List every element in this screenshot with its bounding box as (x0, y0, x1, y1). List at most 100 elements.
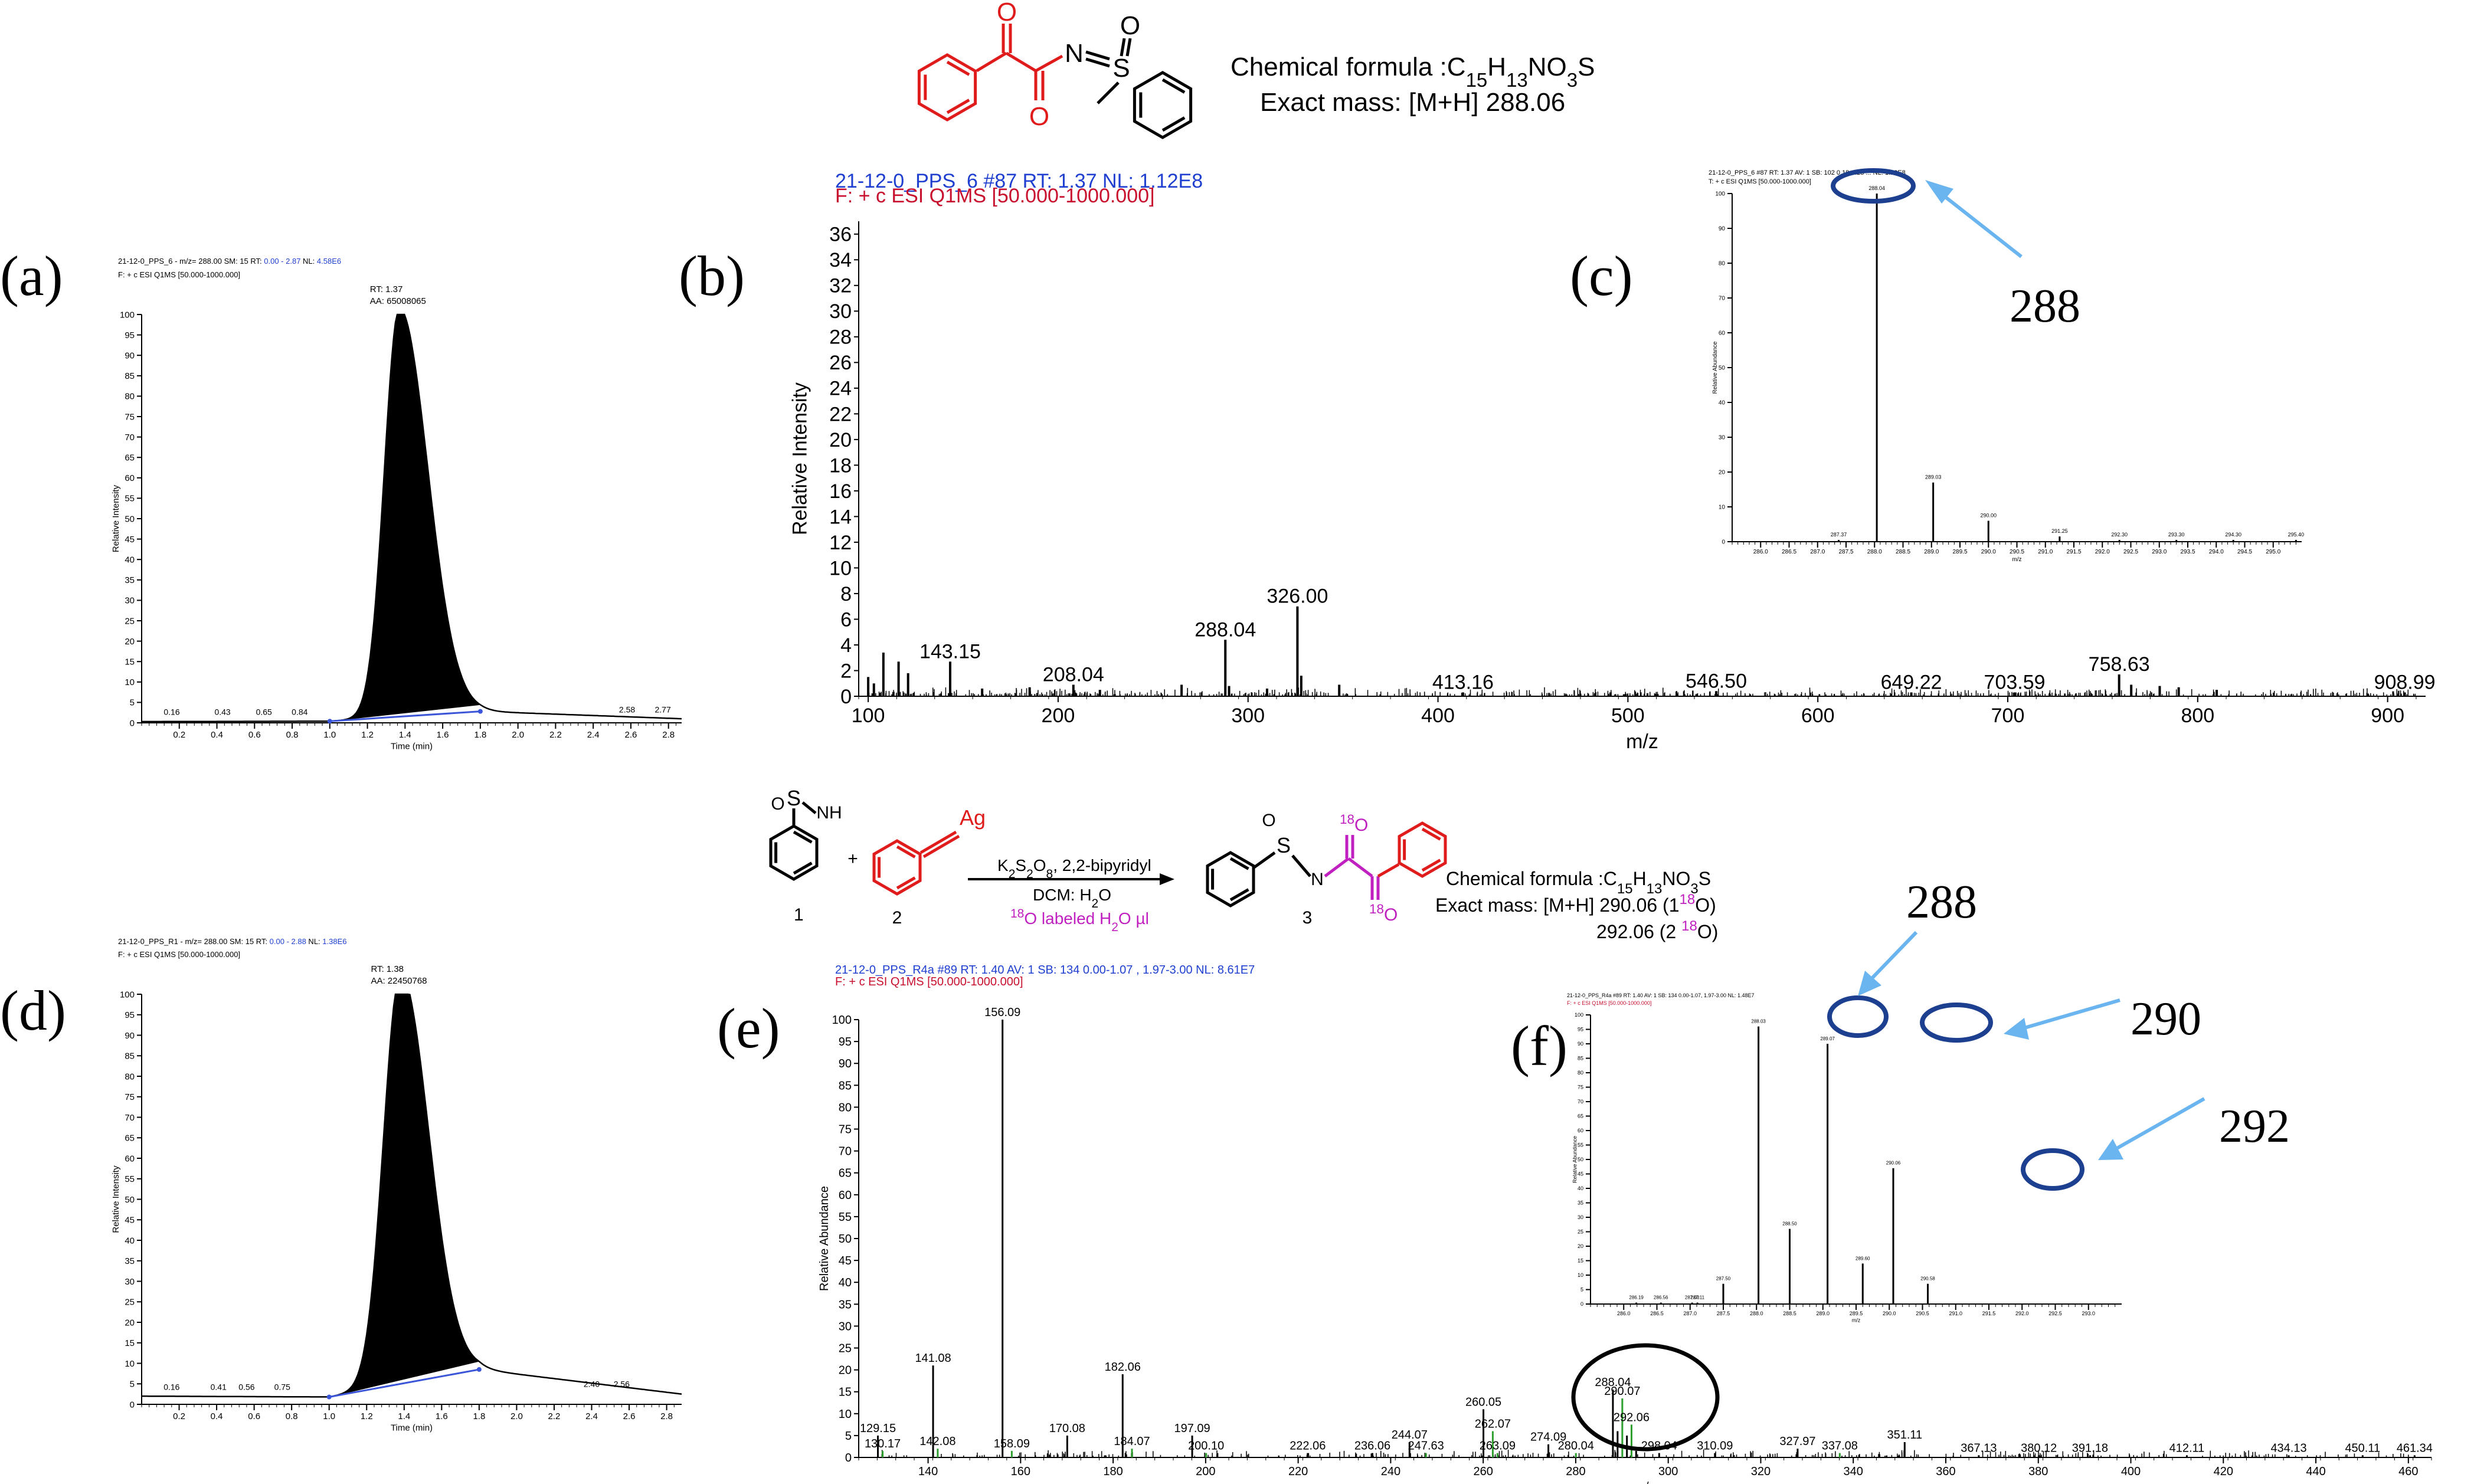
y-tick-label: 65 (125, 453, 135, 463)
y-tick-label: 8 (840, 583, 852, 605)
text-span: O (1384, 905, 1398, 925)
y-tick-label: 32 (829, 275, 852, 297)
bond (1085, 50, 1110, 61)
y-tick-label: 28 (829, 326, 852, 349)
x-tick-label: 700 (1991, 705, 2025, 727)
y-tick-label: 65 (125, 1134, 135, 1144)
minor-peak-label: 0.16 (163, 707, 179, 717)
chart-c: 21-12-0_PPS_6 #87 RT: 1.37 AV: 1 SB: 102… (1709, 169, 2304, 563)
text-span: , 2,2-bipyridyl (1053, 856, 1151, 874)
integration-end-marker (477, 709, 483, 714)
y-tick-label: 10 (1719, 505, 1726, 511)
y-tick-label: 95 (125, 1010, 135, 1020)
header-part: NL: (306, 937, 322, 946)
y-tick-label: 5 (130, 698, 135, 708)
peak-label: 286.19 (1629, 1295, 1644, 1300)
y-tick-label: 85 (839, 1079, 852, 1092)
chart-b: 21-12-0_PPS_6 #87 RT: 1.37 NL: 1.12E8F: … (789, 170, 2436, 753)
y-tick-label: 30 (839, 1320, 852, 1333)
phenyl-ring-double-bond (1421, 827, 1441, 841)
x-tick-label: 292.5 (2048, 1311, 2062, 1316)
minor-peak-label: 0.84 (292, 707, 307, 717)
panel-label: (b) (679, 244, 745, 307)
phenyl-ring (872, 839, 922, 896)
y-tick-label: 0 (1580, 1301, 1583, 1307)
nh-label: NH (816, 803, 842, 823)
text-span: O (1098, 886, 1111, 904)
callout-circle-288 (1831, 168, 1916, 204)
bond (1125, 38, 1132, 57)
peak-label: 288.04 (1195, 618, 1256, 641)
chart-header-2: F: + c ESI Q1MS [50.000-1000.000] (118, 270, 240, 279)
y-tick-label: 100 (1575, 1012, 1583, 1018)
peak-label: 260.05 (1465, 1395, 1501, 1408)
peak-label: 293.30 (2168, 532, 2185, 538)
text-span: Exact mass: [M+H] 290.06 (1 (1435, 895, 1680, 916)
x-tick-label: 292.5 (2123, 549, 2138, 555)
x-tick-label: 293.5 (2180, 549, 2195, 555)
peak-label: 287.11 (1690, 1295, 1704, 1300)
y-tick-label: 45 (1578, 1171, 1583, 1177)
phenyl-ring-double-bond (946, 60, 970, 76)
text-span: 3 (1690, 881, 1698, 897)
top-mass: Exact mass: [M+H] 288.06 (1260, 88, 1565, 117)
y-tick-label: 85 (125, 1051, 135, 1062)
text-span: 15 (1466, 69, 1488, 91)
peak-label: 450.11 (2345, 1442, 2380, 1454)
peak-label: 263.09 (1480, 1440, 1516, 1453)
y-tick-label: 50 (125, 1195, 135, 1205)
x-tick-label: 420 (2214, 1465, 2233, 1478)
peak-label: 380.12 (2021, 1442, 2057, 1454)
y-tick-label: 36 (829, 224, 852, 246)
text-span: C (1603, 868, 1617, 889)
y-tick-label: 55 (839, 1211, 852, 1224)
bond (801, 801, 817, 814)
y-tick-label: 100 (120, 310, 135, 320)
peak-label: 274.09 (1530, 1431, 1566, 1444)
y-tick-label: 6 (840, 608, 852, 631)
y-tick-label: 5 (845, 1430, 852, 1443)
y-tick-label: 80 (1578, 1070, 1583, 1076)
y-tick-label: 60 (125, 1154, 135, 1164)
x-tick-label: 100 (852, 705, 885, 727)
peak-label: 291.25 (2051, 528, 2068, 534)
peak-label: 310.09 (1697, 1440, 1733, 1453)
x-tick-label: 288.0 (1867, 549, 1882, 555)
y-tick-label: 20 (1578, 1243, 1583, 1249)
peak-label: 286.56 (1654, 1295, 1668, 1300)
phenyl-ring-double-bond (1161, 78, 1186, 94)
x-tick-label: 2.0 (512, 730, 524, 740)
peak-label: 247.63 (1408, 1440, 1444, 1453)
silver-label: Ag (960, 805, 986, 830)
x-axis-title: Time (min) (391, 1423, 433, 1433)
peak-label: 222.06 (1290, 1440, 1326, 1453)
peak-label: 351.11 (1887, 1429, 1922, 1442)
peak-label: 295.40 (2288, 532, 2305, 538)
highlight-circle (1571, 1343, 1720, 1452)
minor-peak-label: 2.40 (584, 1380, 600, 1389)
text-span: 15 (1617, 881, 1633, 897)
x-tick-label: 440 (2306, 1465, 2325, 1478)
minor-peak-label: 2.58 (619, 705, 635, 715)
peak-label: 294.30 (2225, 532, 2241, 538)
integration-end-marker (476, 1367, 482, 1372)
y-tick-label: 15 (1578, 1258, 1583, 1264)
x-tick-label: 289.0 (1924, 549, 1939, 555)
callout-circle-292 (2021, 1148, 2084, 1191)
peak-label: 327.97 (1779, 1435, 1815, 1448)
chart-e: 21-12-0_PPS_R4a #89 RT: 1.40 AV: 1 SB: 1… (818, 964, 2433, 1484)
y-tick-label: 85 (125, 371, 135, 381)
peak-label: 758.63 (2089, 653, 2150, 676)
phenyl-ring-double-bond (1161, 116, 1186, 132)
peak-label: 143.15 (919, 640, 981, 663)
y-tick-label: 35 (1578, 1200, 1583, 1206)
phenyl-ring-double-bond (793, 861, 813, 875)
y-tick-label: 25 (125, 616, 135, 626)
y-tick-label: 18 (829, 454, 852, 477)
y-tick-label: 75 (1578, 1085, 1583, 1090)
bond (1035, 54, 1063, 73)
header-part: 0.00 - 2.87 (264, 257, 300, 266)
bottom-mass-2: 292.06 (2 18O) (1596, 918, 1718, 943)
x-tick-label: 0.2 (173, 730, 185, 740)
